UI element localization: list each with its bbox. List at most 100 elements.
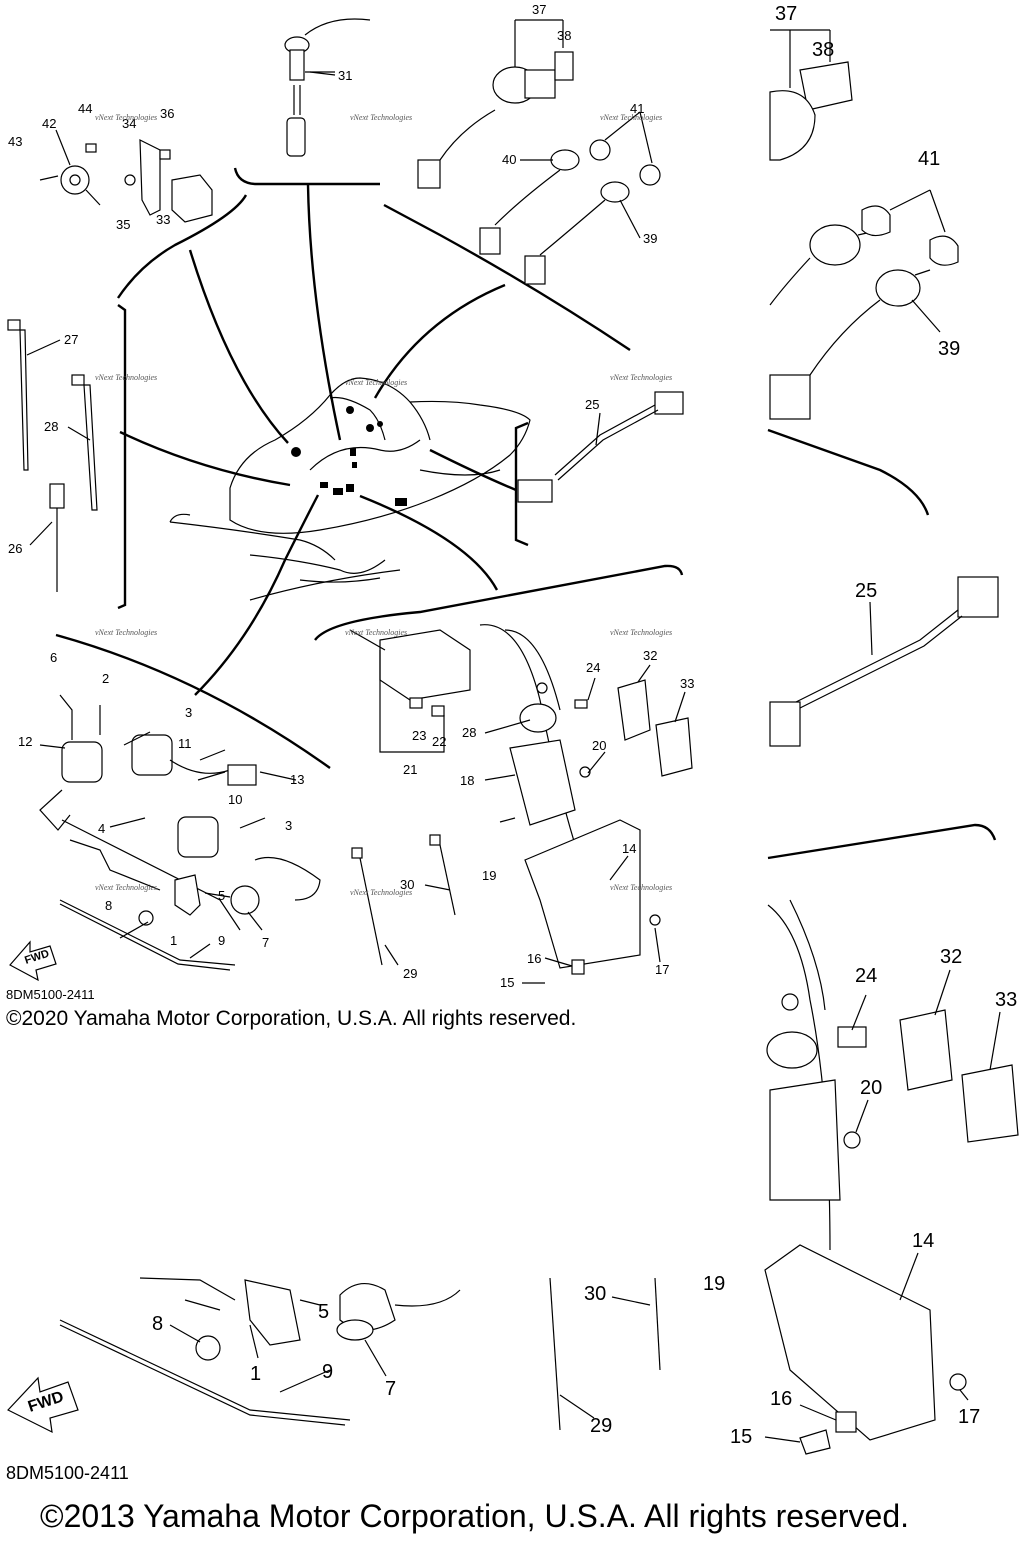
part-number: 4 — [98, 821, 105, 836]
part-number-partial: 19 — [703, 1273, 725, 1295]
part-number: 34 — [122, 116, 136, 131]
part-number: 32 — [643, 648, 657, 663]
part-number: 25 — [585, 397, 599, 412]
watermark: vNext Technologies — [600, 113, 662, 122]
watermarks-upper: vNext Technologies vNext Technologies vN… — [95, 113, 672, 897]
part-number: 20 — [592, 738, 606, 753]
part-number: 16 — [527, 951, 541, 966]
part-number: 14 — [622, 841, 636, 856]
part-number: 7 — [385, 1378, 396, 1400]
part-number: 31 — [338, 68, 352, 83]
part-numbers-detail: 37 38 41 39 25 24 32 33 20 14 17 16 15 3… — [152, 3, 1017, 1448]
part-25-harness — [517, 391, 684, 503]
part-number: 17 — [655, 962, 669, 977]
watermark: vNext Technologies — [95, 883, 157, 892]
part-numbers-upper: 1 2 3 3 4 5 6 7 8 9 10 11 12 13 14 15 16… — [8, 2, 694, 990]
watermark: vNext Technologies — [95, 113, 157, 122]
leader-lines-upper — [26, 71, 686, 984]
part-switch-37-41 — [417, 19, 661, 285]
watermark: vNext Technologies — [345, 378, 407, 387]
part-number: 41 — [918, 148, 940, 170]
part-number: 2 — [102, 671, 109, 686]
watermark: vNext Technologies — [610, 883, 672, 892]
part-number: 38 — [557, 28, 571, 43]
part-number: 44 — [78, 101, 92, 116]
part-number: 35 — [116, 217, 130, 232]
snowmobile-outline — [169, 377, 531, 601]
fwd-arrow-lower: FWD — [7, 1376, 79, 1434]
diagram-code-upper: 8DM5100-2411 — [6, 987, 95, 1002]
part-number: 39 — [643, 231, 657, 246]
part-number: 28 — [462, 725, 476, 740]
part-number: 1 — [250, 1363, 261, 1385]
part-regulator-cluster — [349, 624, 693, 975]
part-number: 9 — [322, 1361, 333, 1383]
fwd-arrow-upper: FWD — [9, 940, 57, 982]
upper-diagram: FWD — [6, 2, 694, 1030]
part-number: 25 — [855, 580, 877, 602]
part-number: 18 — [460, 773, 474, 788]
part-ignition-coils — [39, 694, 321, 971]
part-number: 38 — [812, 39, 834, 61]
part-number: 16 — [770, 1388, 792, 1410]
part-number: 29 — [403, 966, 417, 981]
copyright-lower: ©2013 Yamaha Motor Corporation, U.S.A. A… — [40, 1498, 909, 1534]
copyright-upper: ©2020 Yamaha Motor Corporation, U.S.A. A… — [6, 1007, 576, 1030]
watermark: vNext Technologies — [350, 113, 412, 122]
part-number: 8 — [105, 898, 112, 913]
part-number: 3 — [185, 705, 192, 720]
detail-diagram: FWD 37 38 41 39 25 24 — [6, 3, 1019, 1534]
part-number: 8 — [152, 1313, 163, 1335]
part-number: 23 — [412, 728, 426, 743]
part-number: 42 — [42, 116, 56, 131]
part-number: 33 — [680, 676, 694, 691]
part-number: 26 — [8, 541, 22, 556]
part-number: 37 — [775, 3, 797, 25]
part-31-sensor — [284, 18, 371, 157]
watermark: vNext Technologies — [610, 628, 672, 637]
part-number: 36 — [160, 106, 174, 121]
watermark: vNext Technologies — [350, 888, 412, 897]
part-number: 7 — [262, 935, 269, 950]
part-number: 32 — [940, 946, 962, 968]
part-number: 39 — [938, 338, 960, 360]
watermark: vNext Technologies — [95, 373, 157, 382]
part-number: 21 — [403, 762, 417, 777]
part-number: 3 — [285, 818, 292, 833]
part-number: 40 — [502, 152, 516, 167]
part-number: 5 — [218, 888, 225, 903]
part-number: 1 — [170, 933, 177, 948]
part-number: 30 — [400, 877, 414, 892]
part-number: 9 — [218, 933, 225, 948]
part-number: 15 — [730, 1426, 752, 1448]
part-number: 33 — [995, 989, 1017, 1011]
part-number: 41 — [630, 101, 644, 116]
part-number: 27 — [64, 332, 78, 347]
part-number: 29 — [590, 1415, 612, 1437]
part-number: 43 — [8, 134, 22, 149]
watermark: vNext Technologies — [610, 373, 672, 382]
part-number: 10 — [228, 792, 242, 807]
part-number: 11 — [178, 736, 192, 751]
diagram-code-lower: 8DM5100-2411 — [6, 1463, 129, 1483]
part-number: 14 — [912, 1230, 934, 1252]
leader-lines-detail — [169, 969, 1001, 1443]
part-number: 30 — [584, 1283, 606, 1305]
part-cluster-left-top — [39, 129, 213, 223]
part-ties-left — [7, 319, 98, 592]
part-number: 19 — [482, 868, 496, 883]
part-number: 33 — [156, 212, 170, 227]
part-number: 28 — [44, 419, 58, 434]
part-number: 24 — [586, 660, 600, 675]
watermark: vNext Technologies — [345, 628, 407, 637]
part-number: 13 — [290, 772, 304, 787]
part-number: 15 — [500, 975, 514, 990]
part-number: 5 — [318, 1301, 329, 1323]
part-number: 37 — [532, 2, 546, 17]
part-number: 6 — [50, 650, 57, 665]
part-number: 20 — [860, 1077, 882, 1099]
part-number: 22 — [432, 734, 446, 749]
part-number: 17 — [958, 1406, 980, 1428]
watermark: vNext Technologies — [95, 628, 157, 637]
